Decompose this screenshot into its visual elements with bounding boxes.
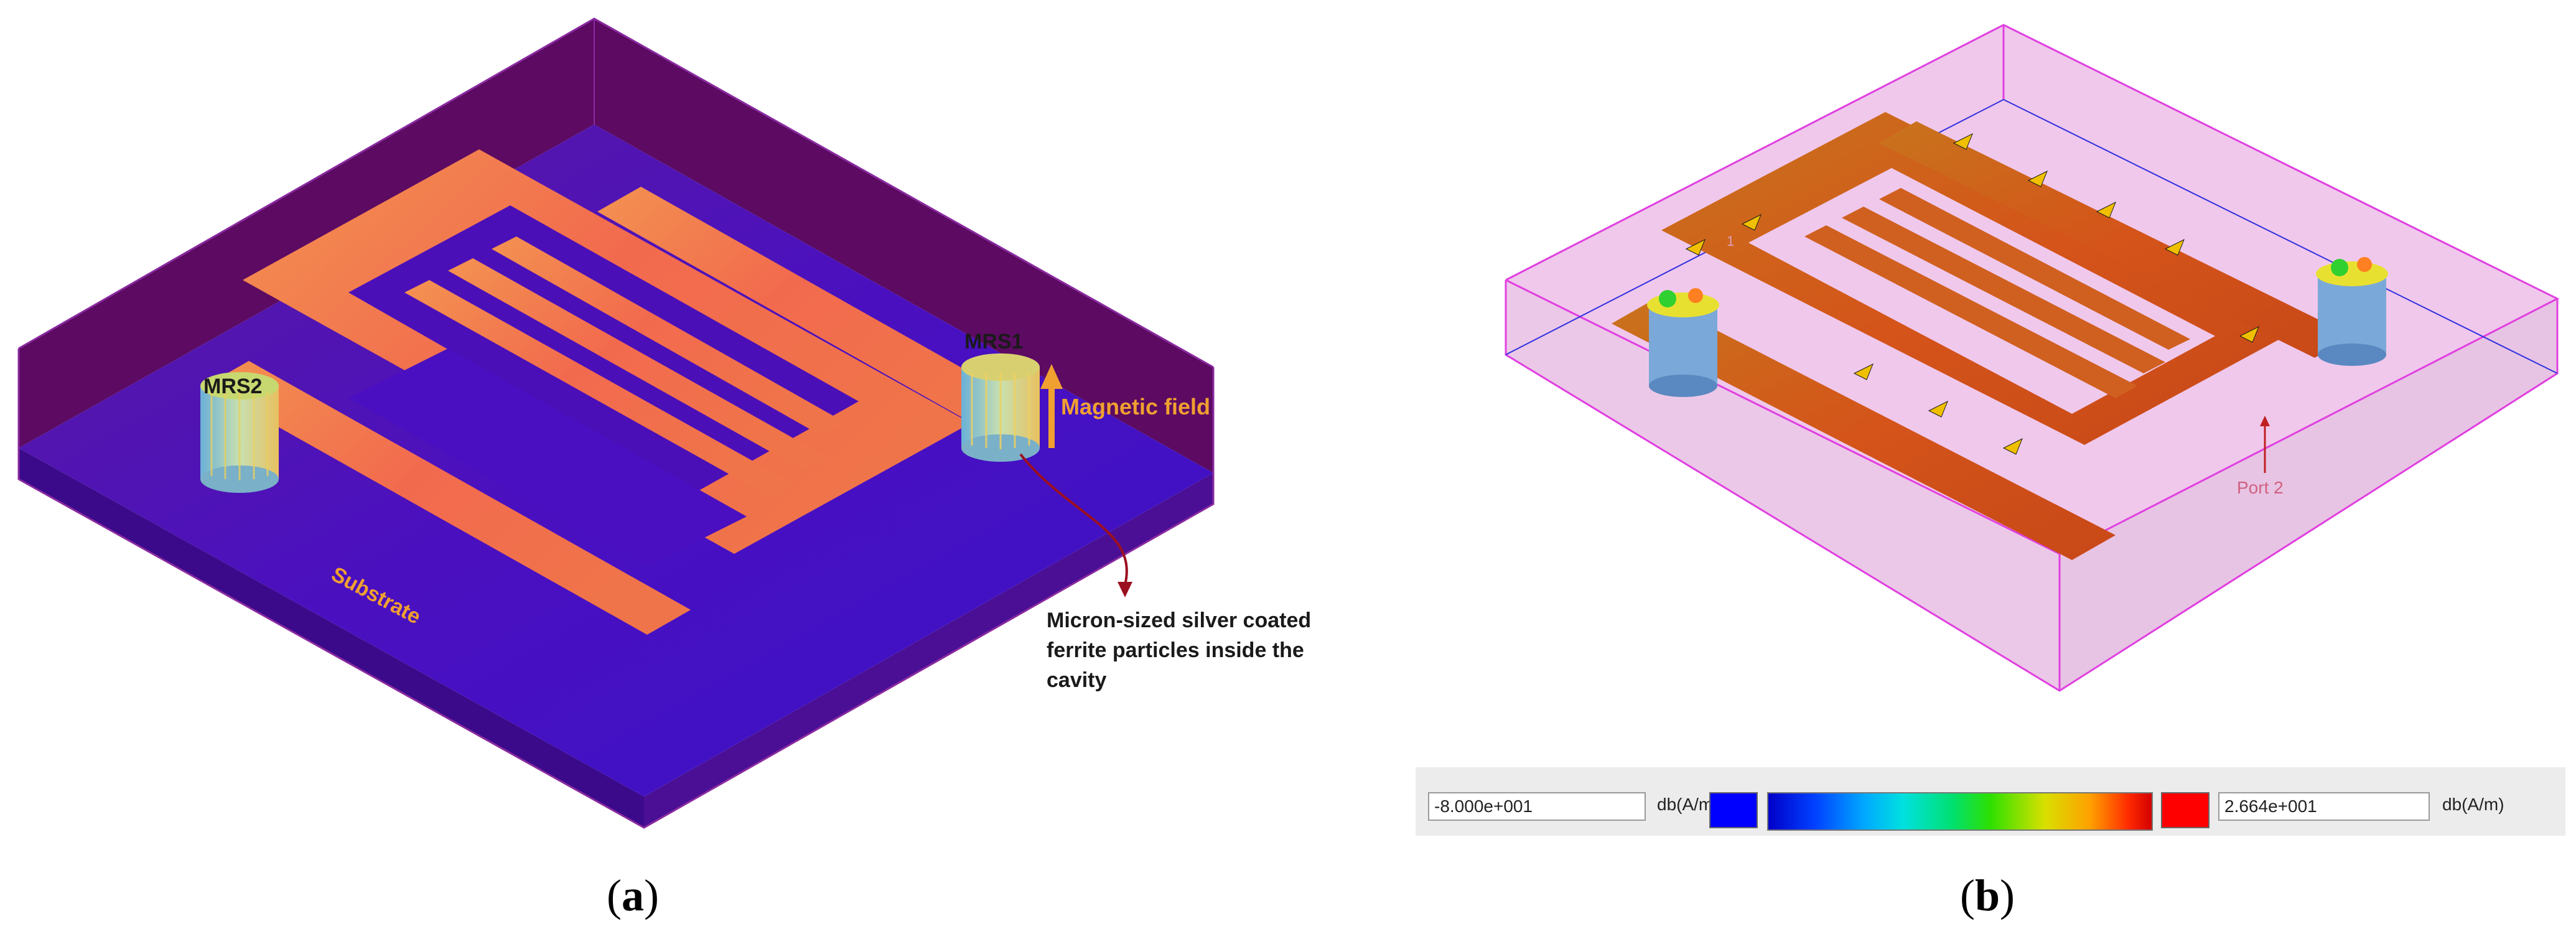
caption-a: (a) — [607, 870, 659, 922]
substrate-back-wall — [19, 19, 1213, 473]
panel-a: MRS2 MRS1 Magnetic field Substrate Micro… — [0, 0, 1369, 859]
panel-b: Port 2 1 — [1481, 0, 2576, 747]
resonator-fingers — [404, 236, 846, 498]
caption-b-close: ) — [2000, 871, 2015, 920]
colorbar-min-unit: db(A/m) — [1657, 795, 1719, 814]
port-2-label: Port 2 — [2237, 478, 2284, 497]
note-line-1: Micron-sized silver coated — [1047, 609, 1311, 632]
field-vectors — [1685, 133, 2259, 455]
colorbar-max-swatch[interactable] — [2161, 792, 2210, 828]
caption-a-close: ) — [643, 871, 659, 920]
colorbar-max-unit: db(A/m) — [2442, 795, 2504, 814]
magnetic-field-label: Magnetic field — [1061, 394, 1210, 419]
note-line-2: ferrite particles inside the — [1047, 638, 1304, 662]
colorbar-min-swatch[interactable] — [1709, 792, 1758, 828]
caption-b: (b) — [1960, 870, 2015, 922]
port-2-marker-icon — [2260, 416, 2270, 473]
caption-a-open: ( — [607, 871, 622, 920]
port-1-label: 1 — [1727, 233, 1734, 249]
mrs1-cylinder-b — [2316, 257, 2388, 366]
mrs2-cylinder-b — [1647, 288, 1719, 397]
resonator-fingers-b — [1804, 188, 2190, 398]
substrate-front-right — [644, 473, 1213, 828]
colorbar-max-field[interactable]: 2.664e+001 — [2218, 792, 2430, 821]
caption-a-letter: a — [621, 871, 644, 920]
colorbar-gradient — [1767, 792, 2153, 831]
mrs1-cylinder — [961, 353, 1040, 462]
colorbar-min-field[interactable]: -8.000e+001 — [1428, 792, 1646, 821]
note-line-3: cavity — [1047, 668, 1106, 692]
magnetic-field-arrow-icon — [1040, 364, 1063, 448]
mrs2-label: MRS2 — [203, 375, 262, 398]
mrs1-label: MRS1 — [964, 330, 1023, 353]
panel-a-illustration: MRS2 MRS1 Magnetic field Substrate Micro… — [17, 17, 1311, 829]
substrate-box-right — [2060, 299, 2557, 691]
colorbar: -8.000e+001 db(A/m) 2.664e+001 db(A/m) — [1416, 767, 2565, 836]
substrate-front-left — [19, 448, 644, 828]
lower-pad — [348, 348, 747, 566]
caption-b-open: ( — [1960, 871, 1975, 920]
caption-b-letter: b — [1974, 871, 2000, 920]
panel-b-illustration: Port 2 1 — [1505, 24, 2560, 692]
mrs2-cylinder — [200, 372, 279, 493]
callout-arrow-icon — [1019, 453, 1132, 597]
substrate-box-left — [1506, 280, 2060, 691]
